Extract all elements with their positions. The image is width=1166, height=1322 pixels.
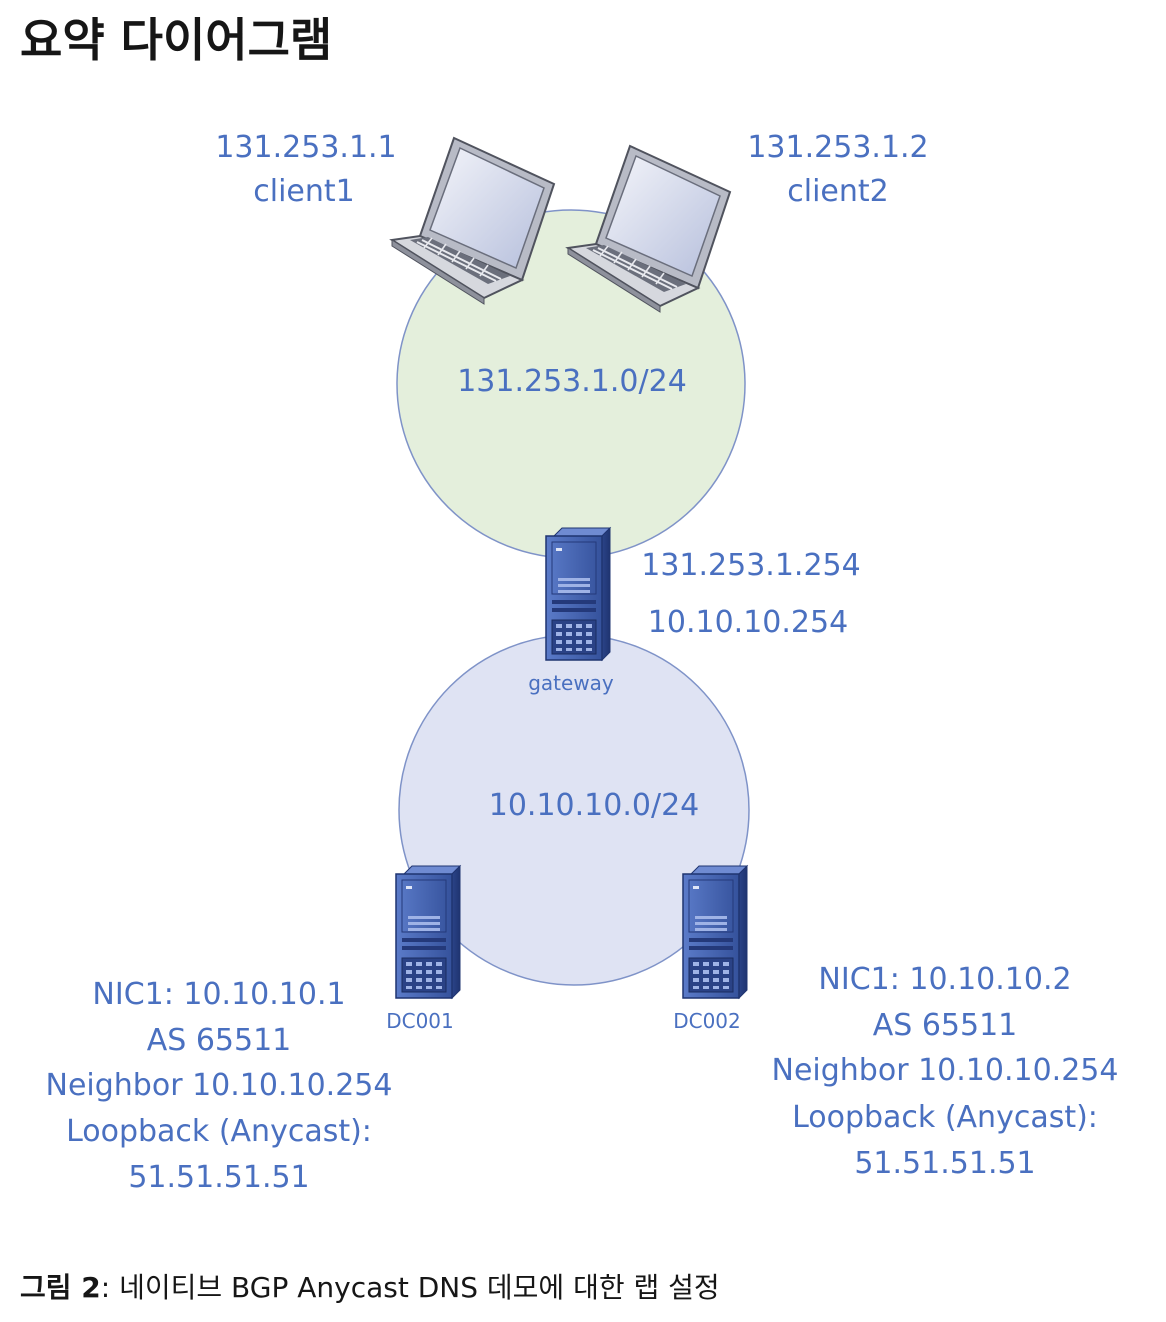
- gateway-server-icon: [545, 527, 611, 661]
- dc001-neighbor: Neighbor 10.10.10.254: [46, 1068, 393, 1103]
- dc001-loopback-ip: 51.51.51.51: [128, 1160, 309, 1195]
- dc002-loopback-ip: 51.51.51.51: [854, 1146, 1035, 1181]
- caption-text: : 네이티브 BGP Anycast DNS 데모에 대한 랩 설정: [100, 1271, 720, 1304]
- gateway-ip-outer: 131.253.1.254: [641, 548, 860, 583]
- server-subnet-label: 10.10.10.0/24: [489, 788, 700, 823]
- dc002-name: DC002: [673, 1009, 741, 1033]
- dc001-as: AS 65511: [147, 1023, 292, 1058]
- client1-ip: 131.253.1.1: [215, 130, 396, 165]
- dc002-server-icon: [682, 865, 748, 999]
- figure-caption: 그림 2: 네이티브 BGP Anycast DNS 데모에 대한 랩 설정: [20, 1268, 720, 1308]
- dc001-server-icon: [395, 865, 461, 999]
- gateway-ip-inner: 10.10.10.254: [648, 605, 848, 640]
- dc002-loopback-label: Loopback (Anycast):: [792, 1100, 1098, 1135]
- client-subnet-label: 131.253.1.0/24: [457, 364, 687, 399]
- dc002-neighbor: Neighbor 10.10.10.254: [772, 1053, 1119, 1088]
- dc002-nic: NIC1: 10.10.10.2: [818, 962, 1071, 997]
- caption-label: 그림 2: [20, 1271, 101, 1304]
- client2-ip: 131.253.1.2: [747, 130, 928, 165]
- client2-name: client2: [787, 174, 888, 209]
- network-diagram: 131.253.1.1 client1 131.253.1.2 client2 …: [46, 130, 1119, 1195]
- dc001-name: DC001: [386, 1009, 454, 1033]
- client1-name: client1: [253, 174, 354, 209]
- dc002-as: AS 65511: [873, 1008, 1018, 1043]
- dc001-nic: NIC1: 10.10.10.1: [92, 977, 345, 1012]
- page-title: 요약 다이어그램: [20, 13, 333, 67]
- dc001-loopback-label: Loopback (Anycast):: [66, 1114, 372, 1149]
- gateway-name: gateway: [528, 671, 614, 695]
